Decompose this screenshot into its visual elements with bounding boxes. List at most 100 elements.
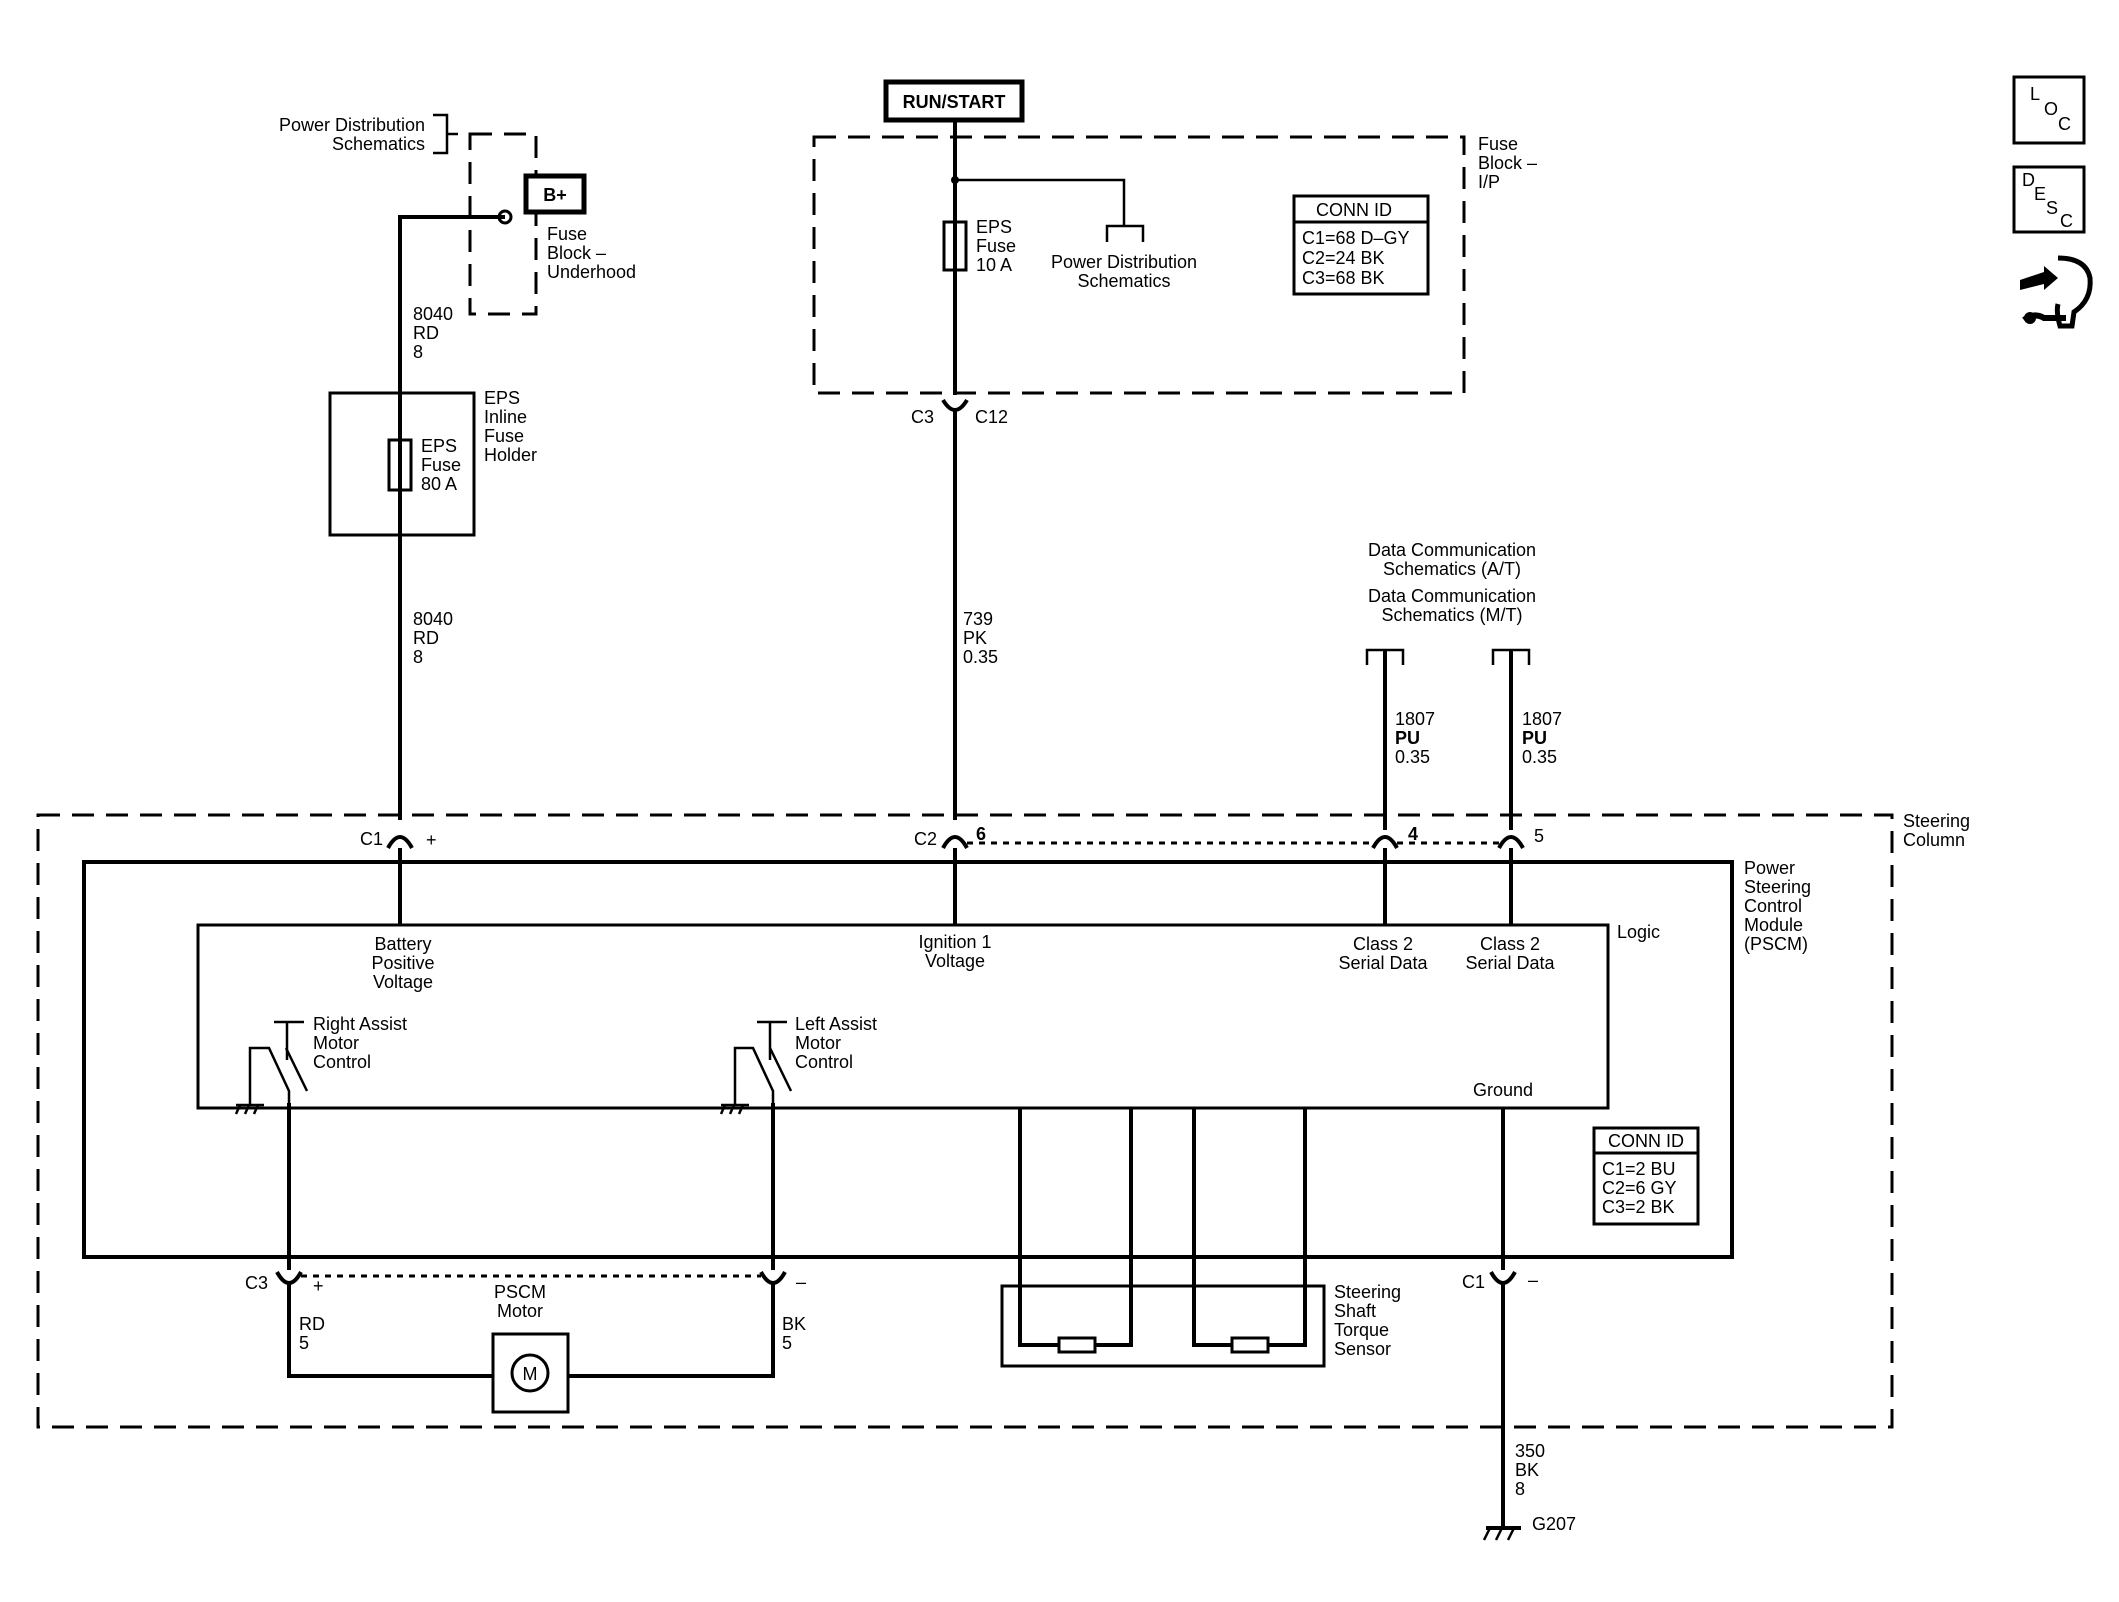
svg-text:C1: C1: [1462, 1272, 1485, 1292]
wire-rd-label: RD 5: [299, 1314, 325, 1353]
wire-rd-5[interactable]: [287, 1284, 493, 1378]
left-assist-label: Left Assist Motor Control: [795, 1014, 877, 1072]
svg-text:C2=24 BK: C2=24 BK: [1302, 248, 1385, 268]
svg-text:Voltage: Voltage: [373, 972, 433, 992]
wire-bk-5[interactable]: [568, 1284, 775, 1378]
fuse-block-ip-outline: [812, 135, 1466, 395]
ground-g207-label: G207: [1532, 1514, 1576, 1534]
wire-8040-top-label: 8040 RD 8: [413, 304, 453, 362]
svg-text:C1: C1: [360, 829, 383, 849]
svg-text:Motor: Motor: [795, 1033, 841, 1053]
svg-text:10 A: 10 A: [976, 255, 1012, 275]
pscm-label: Power Steering Control Module (PSCM): [1744, 858, 1811, 954]
svg-text:Right Assist: Right Assist: [313, 1014, 407, 1034]
desc-icon[interactable]: D E S C: [2012, 165, 2086, 234]
svg-text:Fuse: Fuse: [1478, 134, 1518, 154]
svg-text:Ignition 1: Ignition 1: [918, 932, 991, 952]
svg-text:Power Distribution: Power Distribution: [279, 115, 425, 135]
svg-text:C1=68 D–GY: C1=68 D–GY: [1302, 228, 1410, 248]
svg-text:D: D: [2022, 170, 2035, 190]
svg-text:5: 5: [299, 1333, 309, 1353]
svg-text:Inline: Inline: [484, 407, 527, 427]
class2-serial-data-b-label: Class 2 Serial Data: [1465, 934, 1555, 973]
svg-text:Holder: Holder: [484, 445, 537, 465]
fuse-block-underhood-outline: [468, 132, 538, 316]
svg-text:Left Assist: Left Assist: [795, 1014, 877, 1034]
connector-c1-plus: [386, 835, 414, 850]
connector-c2-pin4: [1371, 835, 1399, 850]
svg-text:Shaft: Shaft: [1334, 1301, 1376, 1321]
loc-icon[interactable]: L O C: [2012, 75, 2086, 145]
svg-text:Power Distribution: Power Distribution: [1051, 252, 1197, 272]
ignition-voltage-label: Ignition 1 Voltage: [918, 932, 991, 971]
svg-text:Steering: Steering: [1334, 1282, 1401, 1302]
power-distribution-ref-center[interactable]: [1105, 224, 1145, 242]
eps-inline-holder-label: EPS Inline Fuse Holder: [484, 388, 537, 465]
svg-text:Schematics (A/T): Schematics (A/T): [1383, 559, 1521, 579]
svg-text:Block –: Block –: [1478, 153, 1537, 173]
svg-text:PU: PU: [1395, 728, 1420, 748]
eps-fuse-80a-label: EPS Fuse 80 A: [421, 436, 461, 494]
wire-8040-bottom-label: 8040 RD 8: [413, 609, 453, 667]
svg-text:Column: Column: [1903, 830, 1965, 850]
svg-text:Control: Control: [313, 1052, 371, 1072]
svg-text:RD: RD: [299, 1314, 325, 1334]
torque-sensor-wiring: [1018, 1108, 1307, 1354]
svg-text:Block –: Block –: [547, 243, 606, 263]
run-start-box: RUN/START: [883, 79, 1025, 123]
svg-text:C: C: [2060, 211, 2073, 231]
wire-bk-label: BK 5: [782, 1314, 806, 1353]
svg-text:C12: C12: [975, 407, 1008, 427]
svg-text:BK: BK: [1515, 1460, 1539, 1480]
fuse-block-underhood-label: Fuse Block – Underhood: [547, 224, 636, 282]
svg-text:I/P: I/P: [1478, 172, 1500, 192]
svg-text:Motor: Motor: [497, 1301, 543, 1321]
svg-text:8: 8: [413, 342, 423, 362]
svg-text:CONN ID: CONN ID: [1608, 1131, 1684, 1151]
svg-text:Battery: Battery: [374, 934, 431, 954]
svg-text:5: 5: [782, 1333, 792, 1353]
svg-text:8: 8: [413, 647, 423, 667]
svg-text:Positive: Positive: [371, 953, 434, 973]
svg-text:Class 2: Class 2: [1353, 934, 1413, 954]
svg-text:RD: RD: [413, 323, 439, 343]
torque-sensor-label: Steering Shaft Torque Sensor: [1334, 1282, 1401, 1359]
svg-text:Data Communication: Data Communication: [1368, 586, 1536, 606]
svg-text:C3: C3: [245, 1273, 268, 1293]
svg-text:Fuse: Fuse: [976, 236, 1016, 256]
svg-text:0.35: 0.35: [963, 647, 998, 667]
ground-label: Ground: [1473, 1080, 1533, 1100]
svg-text:Schematics: Schematics: [1077, 271, 1170, 291]
svg-text:5: 5: [1534, 826, 1544, 846]
svg-text:PU: PU: [1522, 728, 1547, 748]
connector-c2-pin6: [941, 835, 969, 850]
svg-text:O: O: [2044, 99, 2058, 119]
svg-text:EPS: EPS: [976, 217, 1012, 237]
svg-text:Sensor: Sensor: [1334, 1339, 1391, 1359]
battery-positive-voltage-label: Battery Positive Voltage: [371, 934, 434, 992]
connector-end-view-icon[interactable]: [2020, 255, 2093, 329]
eps-fuse-10a-label: EPS Fuse 10 A: [976, 217, 1016, 275]
svg-text:Underhood: Underhood: [547, 262, 636, 282]
svg-text:E: E: [2034, 184, 2046, 204]
power-distribution-ref-left[interactable]: Power Distribution Schematics: [279, 113, 458, 155]
pscm-module-box: [82, 860, 1734, 1259]
eps-inline-fuse-holder: [328, 391, 476, 537]
class2-serial-data-a-label: Class 2 Serial Data: [1338, 934, 1428, 973]
wire-8040-rd[interactable]: [398, 215, 505, 820]
svg-text:Serial Data: Serial Data: [1465, 953, 1555, 973]
svg-text:Steering: Steering: [1903, 811, 1970, 831]
svg-text:C3=68 BK: C3=68 BK: [1302, 268, 1385, 288]
data-comm-labels[interactable]: Data Communication Schematics (A/T) Data…: [1368, 540, 1536, 625]
svg-text:0.35: 0.35: [1395, 747, 1430, 767]
svg-text:Fuse: Fuse: [421, 455, 461, 475]
svg-text:CONN ID: CONN ID: [1316, 200, 1392, 220]
svg-text:B+: B+: [543, 185, 567, 205]
left-assist-switch: [719, 1020, 793, 1115]
fuse-block-ip-label: Fuse Block – I/P: [1478, 134, 1537, 192]
connector-c1-minus: [1489, 1270, 1517, 1285]
wire-350-label: 350 BK 8: [1515, 1441, 1545, 1499]
svg-text:(PSCM): (PSCM): [1744, 934, 1808, 954]
svg-text:C2: C2: [914, 829, 937, 849]
